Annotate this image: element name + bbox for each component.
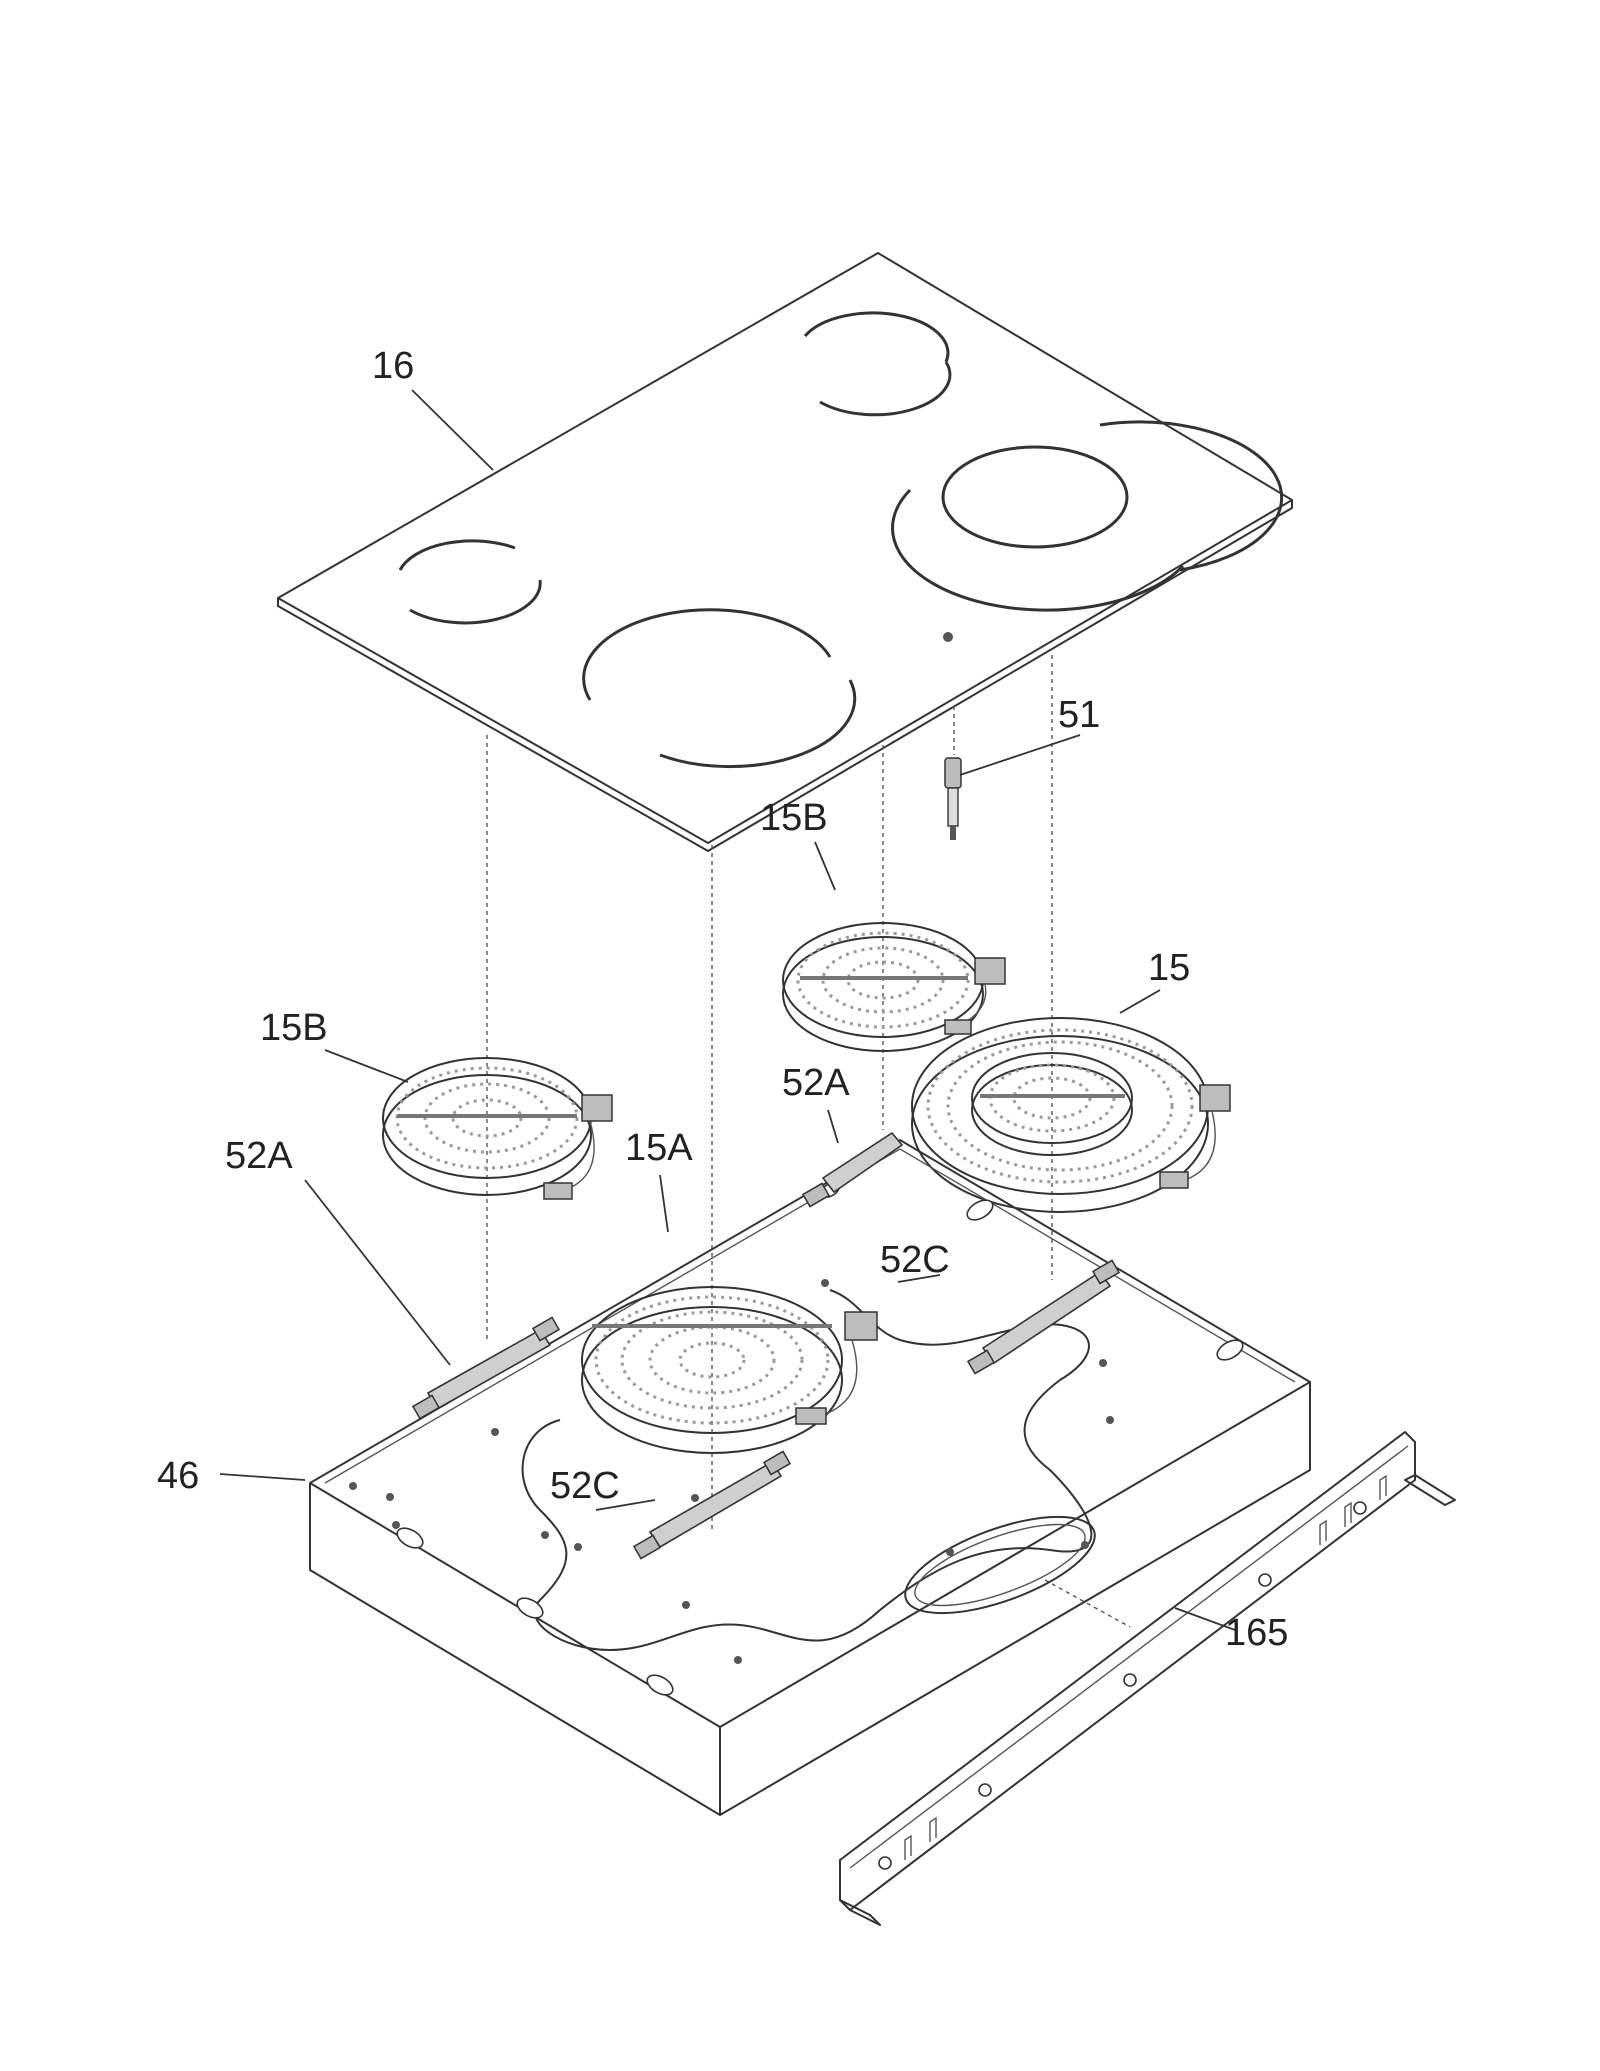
bracket-52c-right xyxy=(966,1259,1121,1375)
callout-labels: 16 51 15B 15 15B 52A 15A 52A 52C 52C 46 … xyxy=(157,345,1288,1654)
label-51: 51 xyxy=(1058,694,1100,736)
label-15b-front: 15B xyxy=(260,1007,328,1049)
label-15: 15 xyxy=(1148,947,1190,989)
label-52c-center: 52C xyxy=(550,1465,620,1507)
burner-zone-center-large xyxy=(582,608,857,769)
label-15a: 15A xyxy=(625,1127,693,1169)
front-rail xyxy=(839,1431,1456,1926)
rail-holes xyxy=(878,1474,1387,1870)
bracket-52a-front xyxy=(411,1316,561,1420)
radiant-element-15b-rear xyxy=(782,922,1006,1052)
label-52a-rear: 52A xyxy=(782,1062,850,1104)
label-16: 16 xyxy=(372,345,414,387)
burner-box xyxy=(309,1139,1311,1816)
radiant-element-15b-front xyxy=(382,1057,613,1200)
burner-zone-left-small xyxy=(398,539,542,625)
label-52c-right: 52C xyxy=(880,1239,950,1281)
box-fastener-dots xyxy=(349,1279,1114,1664)
radiant-element-15a xyxy=(581,1286,878,1454)
radiant-element-15-dual xyxy=(911,1017,1231,1213)
burner-zone-rear-dual xyxy=(891,420,1284,612)
box-oval-holes xyxy=(396,1181,1244,1696)
label-52a-front: 52A xyxy=(225,1135,293,1177)
label-46: 46 xyxy=(157,1455,199,1497)
bracket-52c-center xyxy=(632,1450,792,1560)
indicator-hole xyxy=(943,632,953,642)
label-15b-rear: 15B xyxy=(760,797,828,839)
bracket-52a-rear xyxy=(801,1131,904,1208)
leader-lines xyxy=(219,389,1236,1631)
burner-zone-rear-small xyxy=(803,311,952,417)
label-165: 165 xyxy=(1225,1612,1288,1654)
indicator-light xyxy=(944,757,962,840)
cooktop-glass xyxy=(277,252,1293,852)
